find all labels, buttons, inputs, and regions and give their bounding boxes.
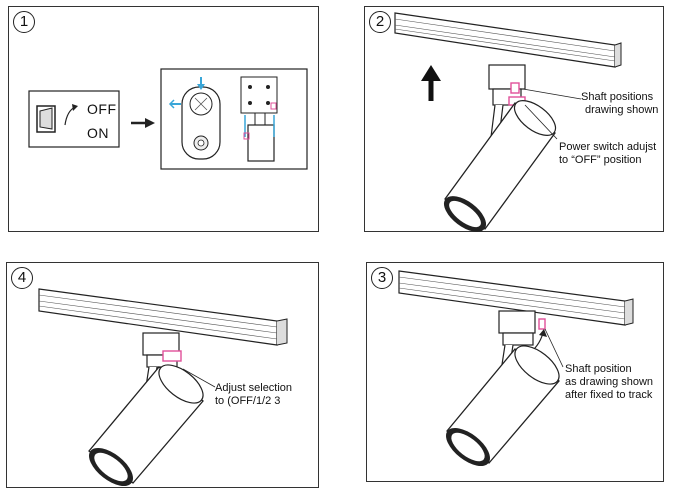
off-label: OFF — [87, 101, 117, 117]
shaft-marker — [510, 82, 520, 94]
step-number-badge: 2 — [369, 11, 391, 33]
step-number-badge: 1 — [13, 11, 35, 33]
step-4-illustration — [38, 288, 288, 487]
on-label: ON — [87, 125, 109, 141]
step-1-panel: 1 OFF ON — [8, 6, 319, 232]
shaft-marker — [538, 318, 546, 330]
step-number-badge: 3 — [371, 267, 393, 289]
switch-marker — [162, 350, 182, 362]
step-number-badge: 4 — [11, 267, 33, 289]
step-2-illustration — [394, 12, 622, 232]
step-1-illustration — [28, 68, 308, 170]
step-3-illustration — [398, 270, 634, 467]
